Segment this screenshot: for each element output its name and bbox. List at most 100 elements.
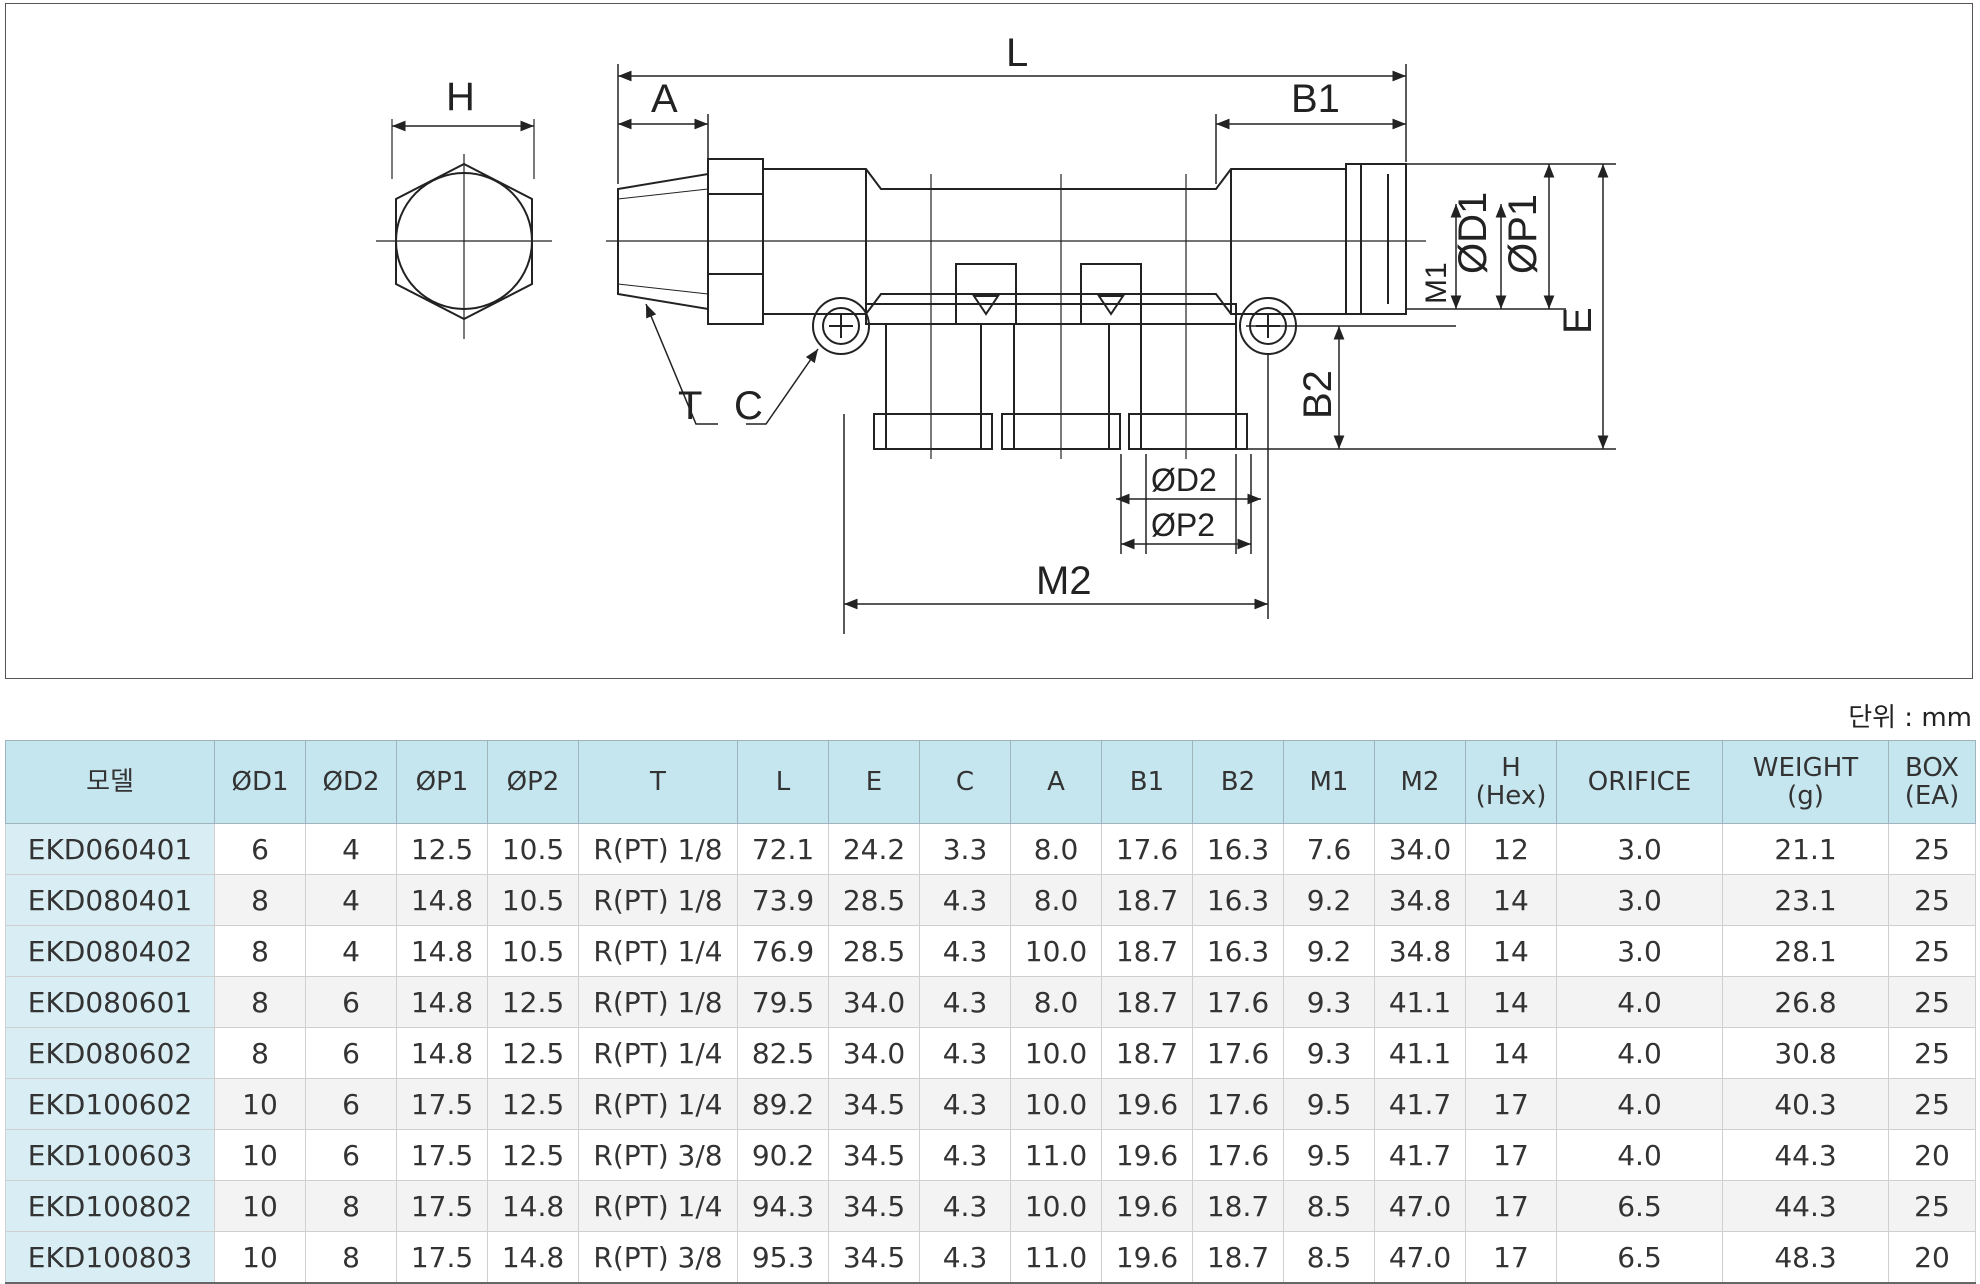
table-cell: 8 xyxy=(214,1027,306,1079)
dim-label-p1: ØP1 xyxy=(1501,194,1545,274)
table-cell: 4.0 xyxy=(1556,1027,1723,1079)
column-header: L xyxy=(737,740,829,824)
column-header: B1 xyxy=(1101,740,1193,824)
column-header-sublabel: (EA) xyxy=(1904,781,1960,811)
table-cell: 41.7 xyxy=(1374,1078,1466,1130)
table-cell: R(PT) 1/4 xyxy=(578,1027,738,1079)
column-header-label: M2 xyxy=(1400,767,1440,797)
table-cell: 18.7 xyxy=(1192,1180,1284,1232)
table-cell: 6.5 xyxy=(1556,1180,1723,1232)
table-cell: 4.0 xyxy=(1556,1129,1723,1181)
table-cell: 34.0 xyxy=(828,1027,920,1079)
table-cell: 4.0 xyxy=(1556,1078,1723,1130)
model-cell: EKD080602 xyxy=(5,1027,215,1079)
model-cell: EKD080601 xyxy=(5,976,215,1028)
column-header-label: B2 xyxy=(1220,767,1256,797)
fitting-body xyxy=(606,158,1426,459)
table-cell: 34.0 xyxy=(828,976,920,1028)
table-cell: 10 xyxy=(214,1078,306,1130)
dim-label-l: L xyxy=(1006,31,1028,75)
table-cell: 10.0 xyxy=(1010,1180,1102,1232)
table-cell: 14.8 xyxy=(396,1027,488,1079)
column-header: T xyxy=(578,740,738,824)
table-cell: 17.5 xyxy=(396,1129,488,1181)
table-cell: 9.3 xyxy=(1283,976,1375,1028)
table-cell: 10 xyxy=(214,1129,306,1181)
dim-label-p2: ØP2 xyxy=(1151,507,1215,543)
table-cell: 6 xyxy=(214,823,306,875)
table-cell: 26.8 xyxy=(1722,976,1889,1028)
table-cell: 8 xyxy=(214,925,306,977)
table-cell: 34.5 xyxy=(828,1231,920,1284)
table-cell: 4.3 xyxy=(919,976,1011,1028)
table-cell: 23.1 xyxy=(1722,874,1889,926)
table-cell: 17.6 xyxy=(1192,1027,1284,1079)
column-header: ØP1 xyxy=(396,740,488,824)
column-header: BOX(EA) xyxy=(1888,740,1976,824)
table-cell: 41.1 xyxy=(1374,1027,1466,1079)
table-cell: 3.0 xyxy=(1556,925,1723,977)
table-cell: 14 xyxy=(1465,1027,1557,1079)
table-cell: 14.8 xyxy=(487,1231,579,1284)
table-cell: 19.6 xyxy=(1101,1078,1193,1130)
table-cell: 76.9 xyxy=(737,925,829,977)
table-cell: 14 xyxy=(1465,976,1557,1028)
column-header: M2 xyxy=(1374,740,1466,824)
table-cell: 28.5 xyxy=(828,874,920,926)
table-cell: 8.0 xyxy=(1010,976,1102,1028)
table-cell: 17.5 xyxy=(396,1078,488,1130)
table-cell: 8.0 xyxy=(1010,874,1102,926)
dim-label-h: H xyxy=(446,75,475,119)
table-cell: 19.6 xyxy=(1101,1129,1193,1181)
table-cell: 4.3 xyxy=(919,1027,1011,1079)
table-cell: 40.3 xyxy=(1722,1078,1889,1130)
table-cell: 44.3 xyxy=(1722,1180,1889,1232)
dim-label-c: C xyxy=(734,384,763,428)
table-cell: 4.3 xyxy=(919,1180,1011,1232)
table-cell: 18.7 xyxy=(1101,874,1193,926)
table-cell: 20 xyxy=(1888,1231,1976,1284)
drawing-svg: H L A B1 T C ØD1 ØP1 M1 E B2 ØD2 ØP2 M2 xyxy=(376,31,1616,634)
table-cell: 17 xyxy=(1465,1078,1557,1130)
table-cell: 6 xyxy=(305,1129,397,1181)
table-cell: 16.3 xyxy=(1192,823,1284,875)
table-cell: 7.6 xyxy=(1283,823,1375,875)
dim-label-b2: B2 xyxy=(1296,370,1340,419)
table-cell: 25 xyxy=(1888,925,1976,977)
dim-label-b1: B1 xyxy=(1291,77,1340,121)
table-cell: 14.8 xyxy=(396,976,488,1028)
table-cell: 89.2 xyxy=(737,1078,829,1130)
table-cell: 34.5 xyxy=(828,1129,920,1181)
column-header: H(Hex) xyxy=(1465,740,1557,824)
table-cell: 4.3 xyxy=(919,1231,1011,1284)
table-cell: 18.7 xyxy=(1101,1027,1193,1079)
table-cell: 6 xyxy=(305,1078,397,1130)
table-cell: 34.8 xyxy=(1374,874,1466,926)
column-header-label: WEIGHT xyxy=(1752,753,1859,783)
dim-label-m2: M2 xyxy=(1036,559,1092,603)
table-cell: R(PT) 1/4 xyxy=(578,925,738,977)
table-cell: 25 xyxy=(1888,874,1976,926)
table-cell: 41.7 xyxy=(1374,1129,1466,1181)
column-header: ØD2 xyxy=(305,740,397,824)
table-cell: 4.3 xyxy=(919,1078,1011,1130)
dim-label-m1: M1 xyxy=(1420,262,1453,304)
model-cell: EKD100802 xyxy=(5,1180,215,1232)
table-cell: 79.5 xyxy=(737,976,829,1028)
table-cell: 4 xyxy=(305,925,397,977)
model-cell: EKD080402 xyxy=(5,925,215,977)
table-cell: 8 xyxy=(305,1231,397,1284)
table-cell: R(PT) 3/8 xyxy=(578,1129,738,1181)
table-cell: 18.7 xyxy=(1101,976,1193,1028)
table-cell: 8 xyxy=(214,874,306,926)
table-cell: 9.2 xyxy=(1283,925,1375,977)
column-header-label: B1 xyxy=(1129,767,1165,797)
column-header-label: E xyxy=(865,767,883,797)
table-cell: 6 xyxy=(305,1027,397,1079)
table-cell: 3.0 xyxy=(1556,874,1723,926)
